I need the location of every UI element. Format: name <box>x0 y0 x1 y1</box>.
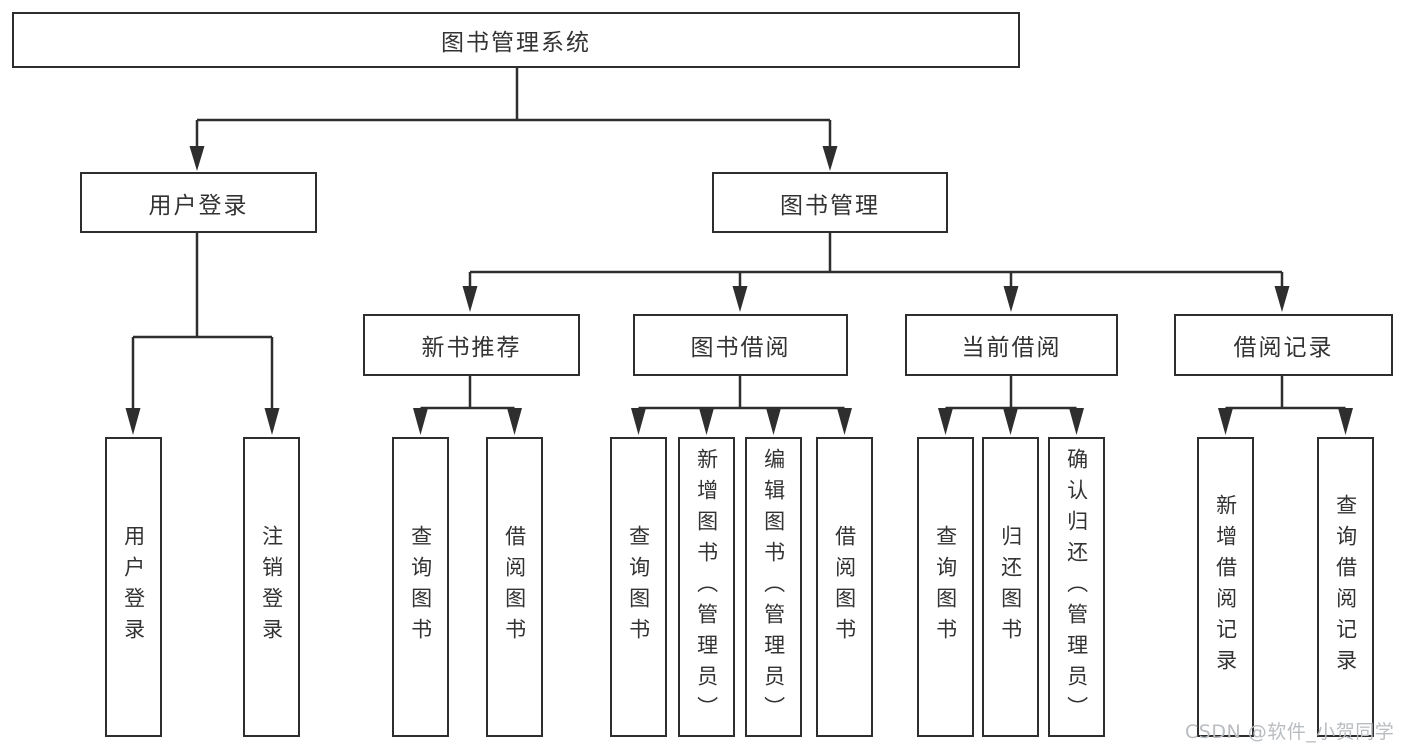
leaf-logout: 注销登录 <box>243 437 300 737</box>
leaf-bb-add-books-admin-label: 新增图书（管理员） <box>694 447 719 727</box>
node-book-borrowing: 图书借阅 <box>633 314 848 376</box>
node-current-borrowing-label: 当前借阅 <box>961 335 1062 361</box>
node-user-login: 用户登录 <box>80 172 317 233</box>
leaf-bb-query-books-label: 查询图书 <box>626 525 651 649</box>
leaf-logout-label: 注销登录 <box>259 525 284 649</box>
node-borrow-records: 借阅记录 <box>1174 314 1393 376</box>
leaf-bb-edit-books-admin: 编辑图书（管理员） <box>745 437 802 737</box>
leaf-nbr-borrow-books-label: 借阅图书 <box>502 525 527 649</box>
leaf-bb-query-books: 查询图书 <box>610 437 667 737</box>
leaf-cb-query-books: 查询图书 <box>917 437 974 737</box>
node-root-system: 图书管理系统 <box>12 12 1020 68</box>
leaf-nbr-query-books-label: 查询图书 <box>408 525 433 649</box>
leaf-user-login-label: 用户登录 <box>121 525 146 649</box>
node-new-book-recommend-label: 新书推荐 <box>421 335 522 361</box>
leaf-bb-edit-books-admin-label: 编辑图书（管理员） <box>761 447 786 727</box>
leaf-bb-borrow-books: 借阅图书 <box>816 437 873 737</box>
csdn-watermark: CSDN @软件_小贺同学 <box>1185 721 1395 743</box>
node-book-management-label: 图书管理 <box>780 192 880 219</box>
node-borrow-records-label: 借阅记录 <box>1233 335 1334 361</box>
leaf-bb-add-books-admin: 新增图书（管理员） <box>678 437 735 737</box>
node-book-borrowing-label: 图书借阅 <box>690 335 791 361</box>
leaf-bb-borrow-books-label: 借阅图书 <box>832 525 857 649</box>
leaf-cb-confirm-return-admin: 确认归还（管理员） <box>1048 437 1105 737</box>
leaf-cb-confirm-return-admin-label: 确认归还（管理员） <box>1064 447 1089 727</box>
leaf-nbr-query-books: 查询图书 <box>392 437 449 737</box>
node-root-label: 图书管理系统 <box>441 30 591 56</box>
node-new-book-recommend: 新书推荐 <box>363 314 580 376</box>
leaf-br-add-record-label: 新增借阅记录 <box>1213 494 1238 680</box>
leaf-br-add-record: 新增借阅记录 <box>1197 437 1254 737</box>
arrowheads <box>125 146 1353 435</box>
leaf-nbr-borrow-books: 借阅图书 <box>486 437 543 737</box>
node-current-borrowing: 当前借阅 <box>905 314 1118 376</box>
leaf-cb-return-books: 归还图书 <box>982 437 1039 737</box>
leaf-cb-query-books-label: 查询图书 <box>933 525 958 649</box>
leaf-br-query-record: 查询借阅记录 <box>1317 437 1374 737</box>
node-user-login-label: 用户登录 <box>148 192 249 219</box>
node-book-management: 图书管理 <box>712 172 948 233</box>
leaf-br-query-record-label: 查询借阅记录 <box>1333 494 1358 680</box>
leaf-user-login: 用户登录 <box>105 437 162 737</box>
leaf-cb-return-books-label: 归还图书 <box>998 525 1023 649</box>
